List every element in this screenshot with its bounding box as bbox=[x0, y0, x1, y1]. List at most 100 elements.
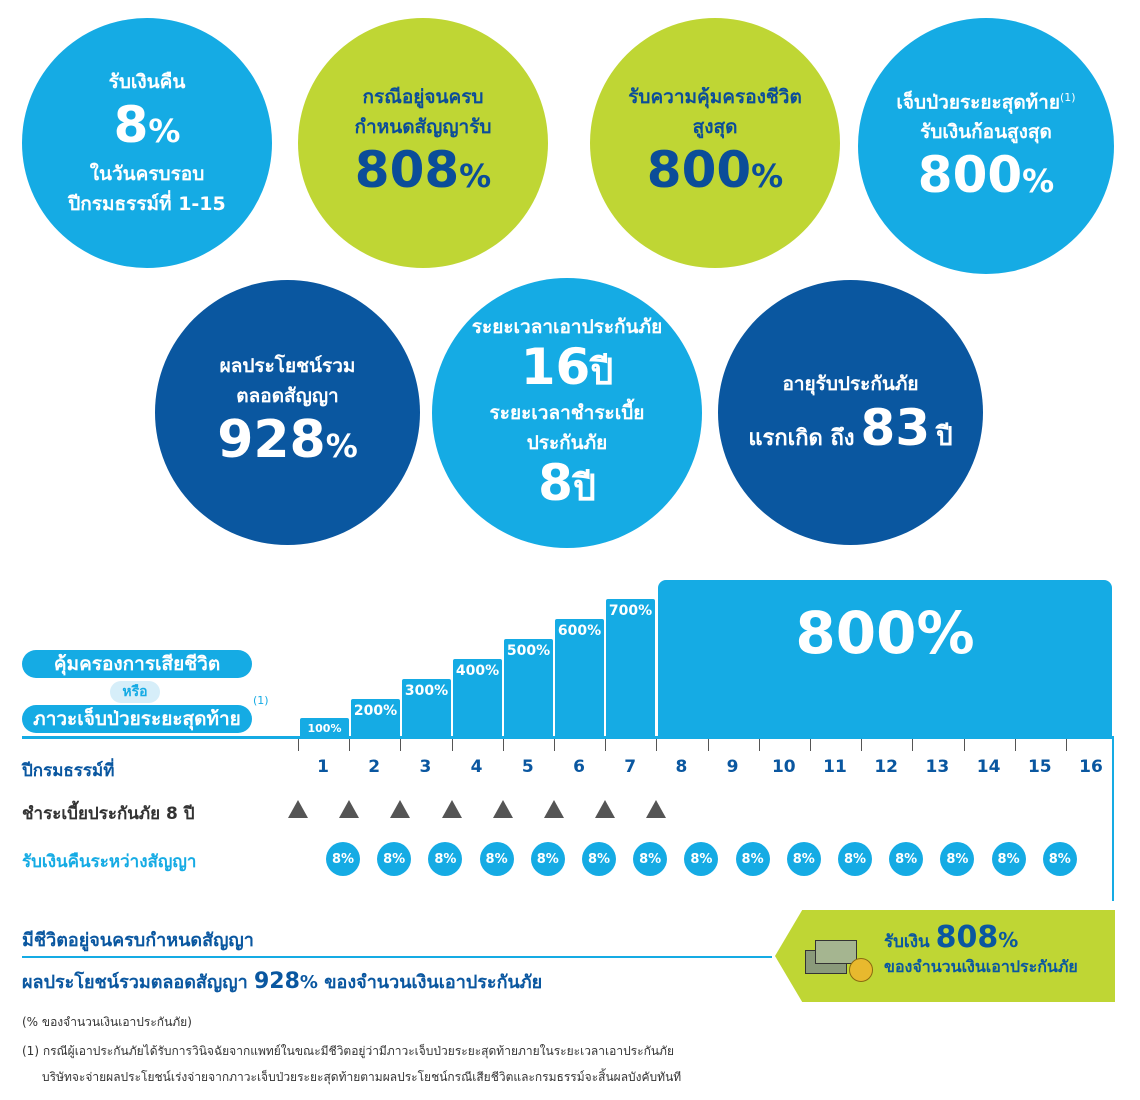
step-label-1: 100% bbox=[307, 722, 342, 735]
note-unit: (% ของจำนวนเงินเอาประกันภัย) bbox=[22, 1015, 192, 1029]
year-tick bbox=[451, 739, 453, 751]
year-tick bbox=[298, 739, 299, 751]
step-year-4: 400% bbox=[451, 657, 504, 738]
cashback-badge: 8% bbox=[838, 842, 872, 876]
terminal-illness-circle: เจ็บป่วยระยะสุดท้าย(1) รับเงินก้อนสูงสุด… bbox=[858, 18, 1114, 274]
year-label: 7 bbox=[624, 757, 637, 777]
age-value: แรกเกิด ถึง 83 ปี bbox=[748, 398, 953, 457]
year-label: 13 bbox=[925, 757, 950, 777]
row-premium-label: ชำระเบี้ยประกันภัย 8 ปี bbox=[22, 804, 195, 824]
step-year-6: 600% bbox=[553, 617, 606, 738]
terminal-illness-sup: (1) bbox=[253, 694, 269, 707]
footnote-line1: (1) กรณีผู้เอาประกันภัยได้รับการวินิจฉัย… bbox=[22, 1044, 674, 1058]
year-tick bbox=[502, 739, 504, 751]
maturity-line1: กรณีอยู่จนครบ bbox=[362, 86, 484, 108]
terminal-illness-label: ภาวะเจ็บป่วยระยะสุดท้าย bbox=[22, 705, 252, 733]
row-cashback-label: รับเงินคืนระหว่างสัญญา bbox=[22, 852, 197, 872]
year-label: 8 bbox=[675, 757, 688, 777]
cashback-badge: 8% bbox=[633, 842, 668, 876]
footnote-line2: บริษัทจะจ่ายผลประโยชน์เร่งจ่ายจากภาวะเจ็… bbox=[42, 1070, 682, 1084]
life-coverage-value: 800% bbox=[646, 141, 784, 199]
term-circle: ระยะเวลาเอาประกันภัย 16ปี ระยะเวลาชำระเบ… bbox=[432, 278, 702, 548]
year-label: 11 bbox=[823, 757, 847, 777]
cashback-badge: 8% bbox=[479, 842, 514, 876]
year-label: 12 bbox=[874, 757, 899, 777]
step-year-2: 200% bbox=[349, 697, 402, 738]
step-label-4: 400% bbox=[455, 663, 500, 679]
cashback-line2: ในวันครบรอบ bbox=[89, 163, 205, 185]
year-tick bbox=[1066, 739, 1067, 751]
premium-triangle-icon bbox=[441, 800, 462, 818]
year-tick bbox=[912, 739, 914, 751]
year-label: 4 bbox=[470, 757, 483, 777]
year-label: 1 bbox=[317, 757, 329, 777]
year-label: 9 bbox=[726, 757, 739, 777]
cashback-line3: ปีกรมธรรม์ที่ 1-15 bbox=[68, 193, 226, 215]
year-label: 14 bbox=[976, 757, 1001, 777]
life-coverage-line1: รับความคุ้มครองชีวิต bbox=[628, 86, 802, 108]
step-label-7: 700% bbox=[608, 603, 653, 619]
year-tick bbox=[554, 739, 555, 751]
year-label: 15 bbox=[1027, 757, 1052, 777]
premium-triangle-icon bbox=[339, 800, 360, 818]
money-icon bbox=[805, 932, 875, 982]
cashback-badge: 8% bbox=[684, 842, 719, 876]
cashback-circle: รับเงินคืน 8% ในวันครบรอบ ปีกรมธรรม์ที่ … bbox=[22, 18, 272, 268]
life-coverage-circle: รับความคุ้มครองชีวิต สูงสุด 800% bbox=[590, 18, 840, 268]
year-tick bbox=[758, 739, 760, 751]
term-line2: ระยะเวลาชำระเบี้ย bbox=[489, 402, 645, 424]
total-benefit-line2: ตลอดสัญญา bbox=[236, 384, 339, 407]
cashback-badge: 8% bbox=[735, 842, 770, 876]
cashback-badge: 8% bbox=[582, 842, 616, 876]
step-label-2: 200% bbox=[353, 703, 398, 719]
year-label: 3 bbox=[419, 757, 432, 777]
divider-1 bbox=[22, 956, 772, 958]
death-coverage-label: คุ้มครองการเสียชีวิต bbox=[22, 650, 252, 678]
cashback-badge: 8% bbox=[1042, 842, 1077, 876]
year-label: 6 bbox=[573, 757, 585, 777]
cashback-badge: 8% bbox=[991, 842, 1026, 876]
maturity-line2: กำหนดสัญญารับ bbox=[354, 116, 492, 138]
premium-triangle-icon bbox=[390, 800, 411, 818]
step-year-5: 500% bbox=[502, 637, 555, 738]
premium-triangle-icon bbox=[288, 800, 308, 818]
term-line3: ประกันภัย bbox=[526, 432, 608, 454]
year-tick bbox=[400, 739, 402, 751]
premium-triangle-icon bbox=[492, 800, 513, 818]
cashback-badge: 8% bbox=[428, 842, 463, 876]
premium-triangle-icon bbox=[595, 800, 616, 818]
cashback-badge: 8% bbox=[377, 842, 412, 876]
life-coverage-line2: สูงสุด bbox=[692, 116, 738, 138]
maturity-circle: กรณีอยู่จนครบ กำหนดสัญญารับ 808% bbox=[298, 18, 548, 268]
year-tick bbox=[707, 739, 709, 751]
step-label-6: 600% bbox=[557, 623, 602, 639]
timeline-baseline bbox=[22, 736, 1114, 739]
total-benefit-circle: ผลประโยชน์รวม ตลอดสัญญา 928% bbox=[155, 280, 420, 545]
year-tick bbox=[656, 739, 658, 751]
total-benefit-line1: ผลประโยชน์รวม bbox=[219, 354, 356, 377]
cashback-badge: 8% bbox=[786, 842, 821, 876]
year-tick bbox=[349, 739, 351, 751]
maturity-value: 808% bbox=[354, 141, 492, 199]
premium-triangle-icon bbox=[544, 800, 564, 818]
step-label-3: 300% bbox=[404, 683, 449, 699]
step-year-7: 700% bbox=[604, 597, 657, 738]
year-tick bbox=[861, 739, 863, 751]
year-tick bbox=[963, 739, 965, 751]
premium-triangle-icon bbox=[646, 800, 667, 818]
step-year-3: 300% bbox=[400, 677, 453, 738]
cashback-value: 8% bbox=[113, 96, 181, 154]
cashback-badge: 8% bbox=[889, 842, 924, 876]
term-value: 16ปี bbox=[520, 338, 614, 396]
cashback-badge: 8% bbox=[530, 842, 565, 876]
premium-term-value: 8ปี bbox=[538, 454, 596, 512]
step-label-5: 500% bbox=[506, 643, 551, 659]
cashback-badge: 8% bbox=[940, 842, 975, 876]
year-tick bbox=[810, 739, 811, 751]
total-benefit-text: ผลประโยชน์รวมตลอดสัญญา 928% ของจำนวนเงิน… bbox=[22, 969, 543, 994]
timeline-right-line bbox=[1112, 736, 1114, 901]
year-label: 5 bbox=[521, 757, 534, 777]
step-year-1: 100% bbox=[298, 716, 351, 738]
term-line1: ระยะเวลาเอาประกันภัย bbox=[471, 316, 663, 338]
terminal-illness-value: 800% bbox=[917, 146, 1055, 205]
